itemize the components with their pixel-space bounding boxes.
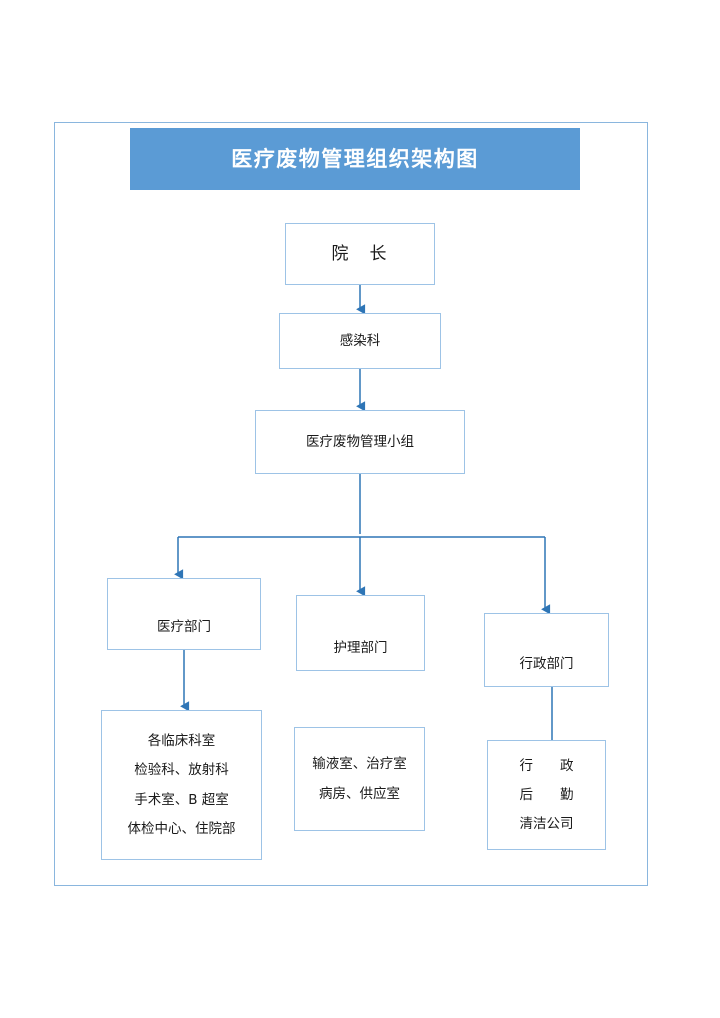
node-infection-department[interactable]: 感染科 — [279, 313, 441, 369]
node-waste-group-label: 医疗废物管理小组 — [306, 433, 414, 450]
node-medical-department[interactable]: 医疗部门 — [107, 578, 261, 650]
medical-unit-line-2: 检验科、放射科 — [134, 762, 229, 779]
node-nursing-dept-label: 护理部门 — [333, 639, 388, 656]
node-director-label: 院 长 — [331, 243, 389, 264]
node-administrative-department[interactable]: 行政部门 — [484, 613, 609, 687]
admin-unit-line-1: 行 政 — [519, 757, 574, 774]
chart-title-banner: 医疗废物管理组织架构图 — [130, 128, 580, 190]
medical-unit-line-3: 手术室、B 超室 — [134, 791, 229, 808]
node-nursing-department-units[interactable]: 输液室、治疗室 病房、供应室 — [294, 727, 425, 831]
admin-unit-line-3: 清洁公司 — [519, 816, 574, 833]
node-medical-department-units[interactable]: 各临床科室 检验科、放射科 手术室、B 超室 体检中心、住院部 — [101, 710, 262, 860]
node-administrative-department-units[interactable]: 行 政 后 勤 清洁公司 — [487, 740, 606, 850]
node-infection-label: 感染科 — [339, 332, 381, 349]
admin-unit-line-2: 后 勤 — [519, 786, 574, 803]
nursing-unit-line-2: 病房、供应室 — [319, 785, 400, 802]
page-title: 医疗废物管理组织架构图 — [231, 146, 479, 171]
nursing-unit-line-1: 输液室、治疗室 — [312, 756, 407, 773]
node-medical-waste-management-group[interactable]: 医疗废物管理小组 — [255, 410, 465, 474]
node-medical-dept-label: 医疗部门 — [157, 618, 211, 635]
medical-unit-line-4: 体检中心、住院部 — [127, 820, 236, 837]
node-director[interactable]: 院 长 — [285, 223, 435, 285]
node-nursing-department[interactable]: 护理部门 — [296, 595, 425, 671]
medical-unit-line-1: 各临床科室 — [147, 733, 216, 750]
node-admin-dept-label: 行政部门 — [519, 655, 574, 672]
